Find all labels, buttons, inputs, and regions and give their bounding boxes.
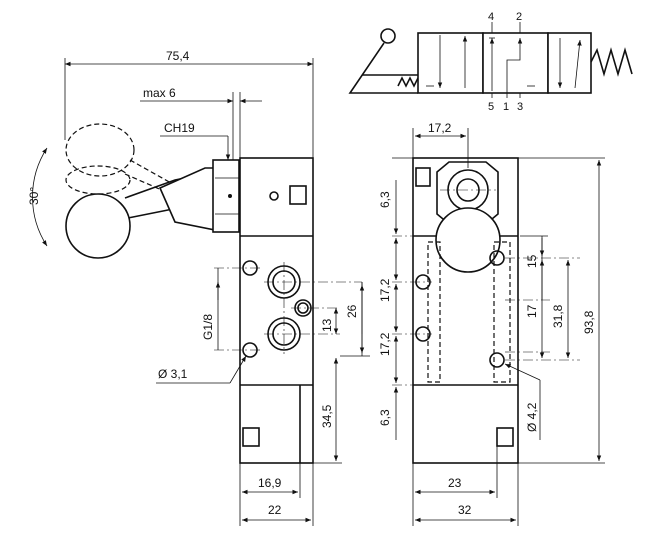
dim-total-height: 93,8 — [582, 310, 596, 334]
left-spring-icon — [397, 76, 419, 88]
port-label-3: 3 — [517, 101, 523, 113]
port-label-2: 2 — [516, 11, 522, 23]
valve-box-middle — [482, 32, 549, 94]
dim-bottom-32: 32 — [458, 503, 472, 517]
dim-right-15: 15 — [525, 254, 539, 268]
right-spring-icon — [590, 47, 633, 77]
dim-bottom-23: 23 — [448, 476, 462, 490]
port-label-1: 1 — [503, 101, 509, 113]
bottom-clip — [242, 427, 260, 447]
lever-knob — [65, 193, 131, 259]
dim-right-31-8: 31,8 — [551, 304, 565, 328]
side-valve-body — [239, 157, 314, 464]
dim-max-stroke: max 6 — [143, 86, 176, 100]
port-label-5: 5 — [488, 101, 494, 113]
dim-angle: 30° — [27, 187, 41, 205]
lever-arm-symbol — [348, 42, 418, 94]
dim-hole-dia-right: Ø 4,2 — [525, 402, 539, 432]
dim-port-thread: G1/8 — [201, 314, 215, 340]
front-knob — [435, 207, 501, 273]
dim-pitch-a: 17,2 — [378, 278, 392, 302]
lever-bushing — [158, 167, 216, 231]
top-clip — [289, 185, 307, 205]
dim-wrench-size: CH19 — [164, 121, 195, 135]
lever-ghost-middle — [65, 165, 131, 195]
dim-pitch-b: 17,2 — [378, 332, 392, 356]
dim-lower-height: 34,5 — [320, 404, 334, 428]
front-top-clip — [415, 167, 431, 187]
dim-width-22: 22 — [268, 503, 282, 517]
dim-width-16-9: 16,9 — [258, 476, 282, 490]
dim-top-offset: 6,3 — [378, 191, 392, 208]
dim-port-spacing-26: 26 — [345, 304, 359, 318]
dim-bottom-offset: 6,3 — [378, 409, 392, 426]
dim-hole-dia-left: Ø 3,1 — [158, 367, 188, 381]
lever-knob-symbol — [380, 28, 396, 44]
port-label-4: 4 — [488, 11, 494, 23]
dim-port-spacing-13: 13 — [320, 318, 334, 332]
dim-right-17: 17 — [525, 304, 539, 318]
hex-nut-ch19 — [212, 159, 240, 233]
front-bottom-clip — [496, 427, 514, 447]
lever-ghost-upper — [65, 123, 135, 177]
valve-box-left — [417, 32, 484, 94]
pneumatic-symbol: 4 2 5 1 3 — [348, 11, 633, 113]
valve-box-right — [547, 32, 592, 94]
front-view: 17,2 6,3 17,2 17,2 6,3 15 17 31,8 93,8 Ø… — [378, 121, 605, 526]
dim-top-width: 17,2 — [428, 121, 452, 135]
side-view: 75,4 max 6 CH19 30° G1/8 Ø 3,1 13 26 — [27, 49, 370, 526]
dim-overall-length: 75,4 — [166, 49, 190, 63]
